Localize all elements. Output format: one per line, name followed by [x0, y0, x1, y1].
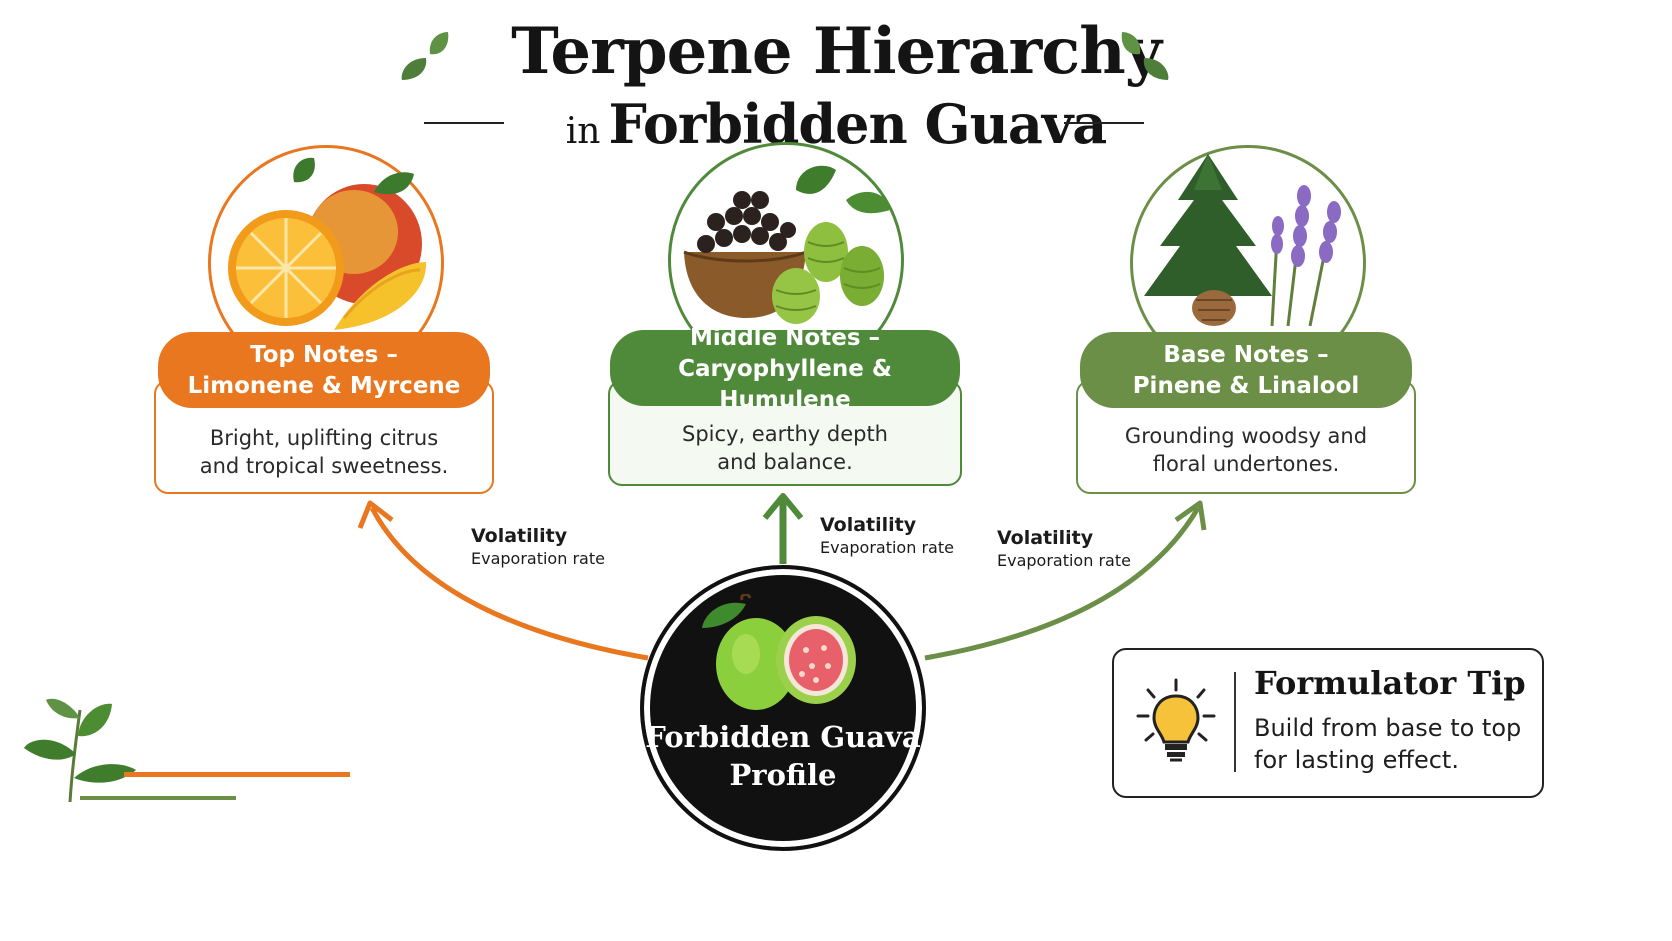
middle-notes-heading-line2: Caryophyllene & Humulene — [678, 355, 892, 413]
peppercorn-hops-icon — [683, 165, 890, 324]
volatility-label-middle: Volatility Evaporation rate — [820, 514, 954, 557]
subtitle-subject: Forbidden Guava — [608, 92, 1107, 156]
base-notes-heading-line2: Pinene & Linalool — [1132, 373, 1360, 399]
middle-notes-heading-line1: Middle Notes – — [689, 324, 881, 351]
profile-circle — [640, 565, 926, 851]
arrow-to-top-notes — [369, 506, 649, 661]
top-notes-heading-line2: Limonene & Myrcene — [187, 373, 461, 399]
tip-title: Formulator Tip — [1254, 664, 1526, 702]
leaf-icon-right — [1121, 32, 1169, 80]
title-rule-right — [1064, 122, 1144, 124]
guava-icon — [702, 594, 856, 710]
volatility-label-top: Volatility Evaporation rate — [471, 525, 605, 568]
subtitle-prefix: in — [565, 111, 601, 152]
leaf-icon-left — [401, 32, 449, 80]
lightbulb-icon — [1136, 678, 1216, 762]
arrow-to-base-notes — [924, 506, 1201, 661]
arrowhead-middle-notes — [762, 493, 804, 520]
pine-lavender-icon — [1144, 154, 1341, 327]
tip-text: Build from base to top for lasting effec… — [1254, 714, 1522, 774]
volatility-label-base: Volatility Evaporation rate — [997, 527, 1131, 570]
base-notes-heading-line1: Base Notes – — [1163, 342, 1329, 368]
top-notes-description: Bright, uplifting citrus and tropical sw… — [199, 426, 449, 478]
base-notes-description: Grounding woodsy and floral undertones. — [1124, 424, 1368, 476]
top-notes-heading: Top Notes – Limonene & Myrcene — [158, 332, 490, 408]
tip-divider — [1234, 672, 1236, 772]
top-notes-heading-line1: Top Notes – — [250, 342, 398, 368]
citrus-mango-icon — [228, 157, 427, 330]
middle-notes-description: Spicy, earthy depth and balance. — [681, 422, 888, 474]
arrowhead-top-notes — [357, 500, 394, 529]
base-notes-heading: Base Notes – Pinene & Linalool — [1080, 332, 1412, 408]
title-rule-left — [424, 122, 504, 124]
arrowhead-base-notes — [1174, 500, 1207, 531]
profile-label: Forbidden Guava Profile — [645, 720, 921, 792]
middle-notes-heading: Middle Notes – Caryophyllene & Humulene — [610, 325, 960, 413]
diagram-title: Terpene Hierarchy — [511, 14, 1162, 89]
plant-sprig-icon — [24, 698, 350, 803]
